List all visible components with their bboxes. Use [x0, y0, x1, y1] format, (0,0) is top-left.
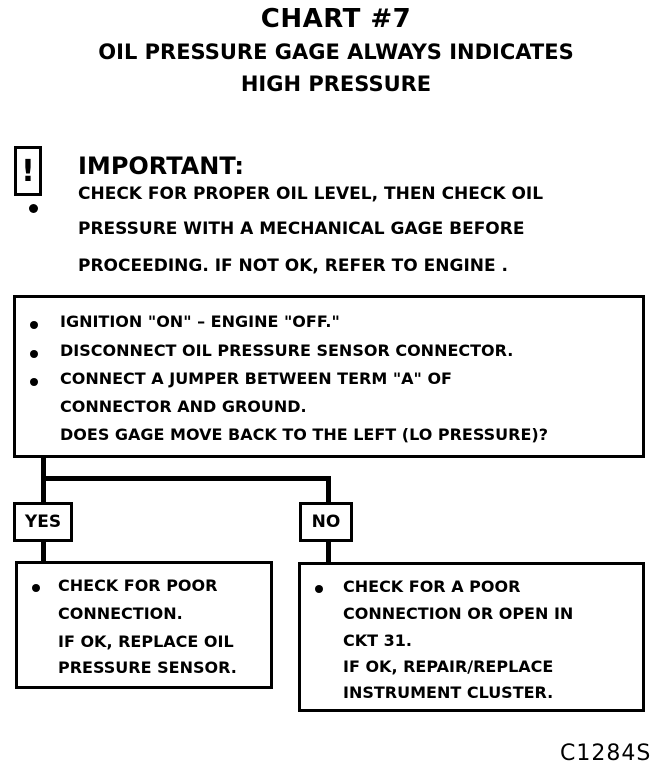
- main-step-line-1: IGNITION "ON" – ENGINE "OFF.": [60, 312, 340, 331]
- yes-result-line-4: PRESSURE SENSOR.: [58, 658, 237, 677]
- important-heading: IMPORTANT:: [78, 152, 245, 180]
- no-branch-label: NO: [299, 502, 353, 542]
- chart-title: CHART #7: [260, 4, 412, 34]
- no-result-line-4: IF OK, REPAIR/REPLACE: [343, 657, 554, 676]
- no-result-line-3: CKT 31.: [343, 631, 412, 650]
- connector-no-vertical: [326, 476, 331, 504]
- connector-no-result: [326, 540, 331, 564]
- important-icon: !: [14, 146, 42, 196]
- main-test-box: IGNITION "ON" – ENGINE "OFF." DISCONNECT…: [13, 295, 645, 458]
- bullet-icon: [30, 378, 38, 386]
- yes-branch-label: YES: [13, 502, 73, 542]
- main-step-question: DOES GAGE MOVE BACK TO THE LEFT (LO PRES…: [60, 425, 548, 444]
- bullet-icon: [32, 584, 40, 592]
- bullet-icon: [30, 350, 38, 358]
- main-step-line-2: DISCONNECT OIL PRESSURE SENSOR CONNECTOR…: [60, 341, 514, 360]
- yes-result-line-2: CONNECTION.: [58, 604, 183, 623]
- no-result-line-5: INSTRUMENT CLUSTER.: [343, 683, 554, 702]
- figure-code: C1284S: [560, 741, 652, 766]
- yes-result-line-3: IF OK, REPLACE OIL: [58, 632, 234, 651]
- important-line-3: PROCEEDING. IF NOT OK, REFER TO ENGINE .: [78, 256, 508, 276]
- important-line-2: PRESSURE WITH A MECHANICAL GAGE BEFORE: [78, 219, 525, 239]
- important-icon-glyph: !: [21, 153, 35, 189]
- yes-result-box: CHECK FOR POOR CONNECTION. IF OK, REPLAC…: [15, 561, 273, 689]
- main-step-line-4: CONNECTOR AND GROUND.: [60, 397, 307, 416]
- bullet-icon: [315, 585, 323, 593]
- chart-subtitle-line-1: OIL PRESSURE GAGE ALWAYS INDICATES: [98, 40, 574, 64]
- main-step-line-3: CONNECT A JUMPER BETWEEN TERM "A" OF: [60, 369, 452, 388]
- bullet-icon: [30, 321, 38, 329]
- important-bullet-icon: [29, 204, 38, 213]
- connector-yes-result: [41, 540, 46, 563]
- no-result-line-1: CHECK FOR A POOR: [343, 577, 521, 596]
- connector-horizontal: [41, 476, 331, 481]
- no-result-line-2: CONNECTION OR OPEN IN: [343, 604, 574, 623]
- important-line-1: CHECK FOR PROPER OIL LEVEL, THEN CHECK O…: [78, 184, 544, 204]
- no-result-box: CHECK FOR A POOR CONNECTION OR OPEN IN C…: [298, 562, 645, 712]
- yes-result-line-1: CHECK FOR POOR: [58, 576, 218, 595]
- chart-subtitle-line-2: HIGH PRESSURE: [240, 72, 432, 96]
